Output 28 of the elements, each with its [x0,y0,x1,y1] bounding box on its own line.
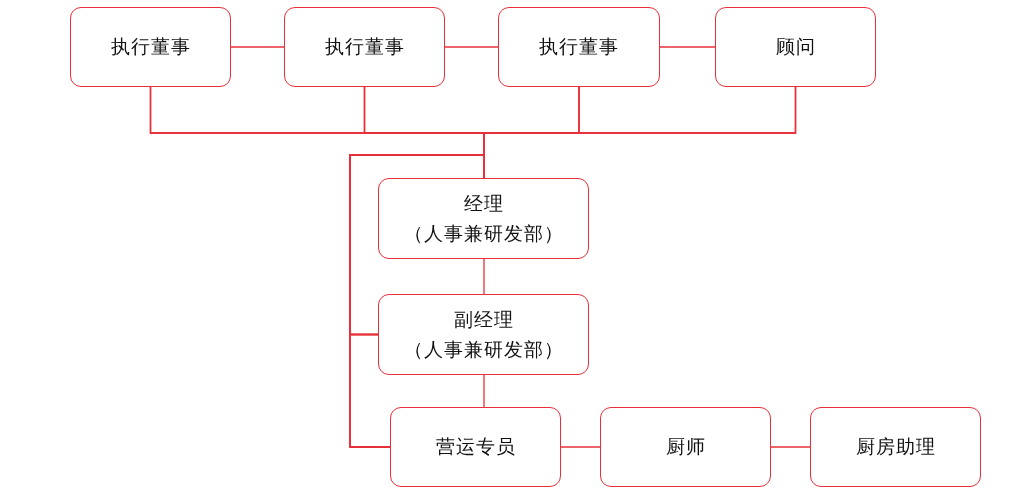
role-label: 顾问 [775,34,816,59]
org-box [70,7,231,87]
org-box [378,178,589,259]
org-box [600,407,771,487]
org-box [390,407,561,487]
org-box [715,7,876,87]
connector-line [770,446,811,448]
connector-line [483,258,485,295]
role-label: （人事兼研发部） [403,336,564,362]
role-label: 执行董事 [324,34,405,59]
org-box [810,407,981,487]
connector-line [483,374,485,408]
org-box [498,7,660,87]
role-label: 厨师 [665,434,706,459]
connector-line [560,446,601,448]
org-box [378,294,589,375]
role-label: 副经理 [453,306,514,332]
role-label: 执行董事 [539,34,619,59]
role-label: 经理 [463,190,504,216]
connector-line [349,86,797,448]
role-label: 营运专员 [435,434,516,459]
org-box [284,7,445,87]
connector-line [230,46,285,48]
role-label: 厨房助理 [855,434,936,459]
connector-line [444,46,499,48]
connector-line [659,46,716,48]
role-label: （人事兼研发部） [403,220,564,246]
role-label: 执行董事 [110,34,191,59]
